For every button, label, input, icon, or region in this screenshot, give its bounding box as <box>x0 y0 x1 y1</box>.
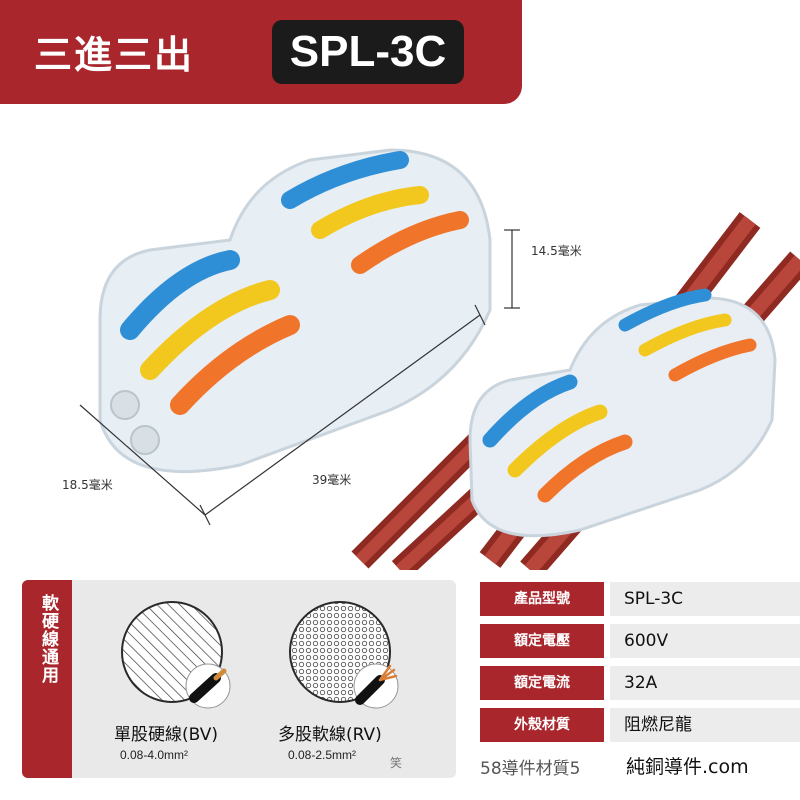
product-photo <box>79 148 800 570</box>
stranded-wire-icon <box>289 601 399 709</box>
footer-middle-mark: 58導件材質5 <box>480 759 581 779</box>
spec-key: 產品型號 <box>480 582 604 616</box>
spec-value: 32A <box>610 666 800 700</box>
wire-type-panel: 軟硬線通用 單股硬線(BV) 0.08-4.0mm² 多股軟線 <box>22 580 456 778</box>
spec-row-housing: 外殼材質 阻燃尼龍 <box>480 708 800 742</box>
stranded-wire-label: 多股軟線(RV) <box>278 725 382 745</box>
spec-key: 額定電流 <box>480 666 604 700</box>
footer-brand: 純銅導件.com <box>626 756 749 778</box>
solid-wire-icon <box>121 601 231 709</box>
spec-value: 600V <box>610 624 800 658</box>
wire-panel-side-strip: 軟硬線通用 <box>22 580 72 778</box>
header-title: 三進三出 <box>34 33 195 77</box>
spec-row-voltage: 額定電壓 600V <box>480 624 800 658</box>
footer-left-mark: 笑 <box>390 756 403 770</box>
wire-panel-side-label: 軟硬線通用 <box>38 594 58 684</box>
dimension-length-label: 39毫米 <box>312 473 352 487</box>
spec-row-current: 額定電流 32A <box>480 666 800 700</box>
spec-value: SPL-3C <box>610 582 800 616</box>
spec-row-model: 產品型號 SPL-3C <box>480 582 800 616</box>
dimension-width-label: 18.5毫米 <box>62 478 113 492</box>
spec-value: 阻燃尼龍 <box>610 708 800 742</box>
model-badge: SPL-3C <box>272 20 464 84</box>
solid-wire-range: 0.08-4.0mm² <box>120 748 189 762</box>
connector-small <box>468 288 777 538</box>
stranded-wire-range: 0.08-2.5mm² <box>288 748 357 762</box>
connector-large <box>98 148 492 474</box>
solid-wire-label: 單股硬線(BV) <box>114 725 219 745</box>
spec-key: 額定電壓 <box>480 624 604 658</box>
dimension-height-label: 14.5毫米 <box>531 244 582 258</box>
dimension-lines <box>79 229 520 526</box>
spec-key: 外殼材質 <box>480 708 604 742</box>
